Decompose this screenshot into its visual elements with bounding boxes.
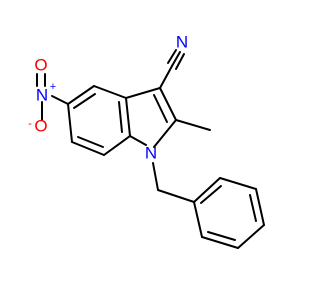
- bond-ph-6: [193, 201, 203, 238]
- nitro-n-label: N: [36, 85, 48, 104]
- bond-c6-c7: [71, 141, 105, 156]
- bond-ph-4: [237, 224, 265, 249]
- bond-c6-c7-inner: [77, 136, 104, 148]
- bond-ph-3-inner: [249, 194, 257, 222]
- bond-c7-c7a: [103, 135, 131, 156]
- bond-ph-1-inner: [200, 185, 222, 204]
- bond-c7a-c3a-inner: [118, 101, 123, 133]
- bond-ph-2: [219, 177, 257, 190]
- bond-c4-c5: [67, 85, 95, 105]
- bond-ch2-phenyl: [157, 189, 195, 203]
- bond-c3-cn: [159, 65, 173, 89]
- nitro-o-charge: -: [28, 118, 32, 130]
- ring-n-label: N: [145, 143, 157, 162]
- bond-n1-c7a: [129, 135, 147, 146]
- bond-c3a-c3: [125, 87, 161, 99]
- bond-c3a-c4: [93, 85, 127, 99]
- structure-diagram: N N N + O O -: [28, 32, 265, 249]
- bond-ph-3: [255, 188, 265, 226]
- nitro-o-single-label: O: [34, 116, 47, 135]
- bond-c7a-c3a: [125, 97, 131, 137]
- nitro-n-charge: +: [50, 81, 56, 93]
- bond-cn-triple-2: [171, 51, 181, 67]
- bond-cn-triple-3: [175, 53, 185, 70]
- bond-c3-c2: [159, 87, 177, 121]
- bond-c5-c6: [67, 103, 73, 143]
- molecule-canvas: N N N + O O -: [28, 32, 265, 249]
- bond-ph-5-inner: [207, 231, 236, 241]
- bond-ph-1: [193, 177, 221, 203]
- nitrile-n-label: N: [176, 32, 188, 51]
- bond-c3-c2-inner: [153, 94, 168, 123]
- bond-ph-5: [201, 236, 239, 249]
- bond-c5-nitro: [51, 95, 69, 105]
- bond-c2-n1: [153, 119, 177, 148]
- nitro-o-double-label: O: [34, 55, 47, 74]
- bond-n1-ch2: [152, 162, 159, 191]
- bond-c2-methyl: [175, 119, 211, 131]
- bond-c4-c5-inner: [73, 93, 96, 109]
- bond-cn-triple-1: [167, 49, 177, 64]
